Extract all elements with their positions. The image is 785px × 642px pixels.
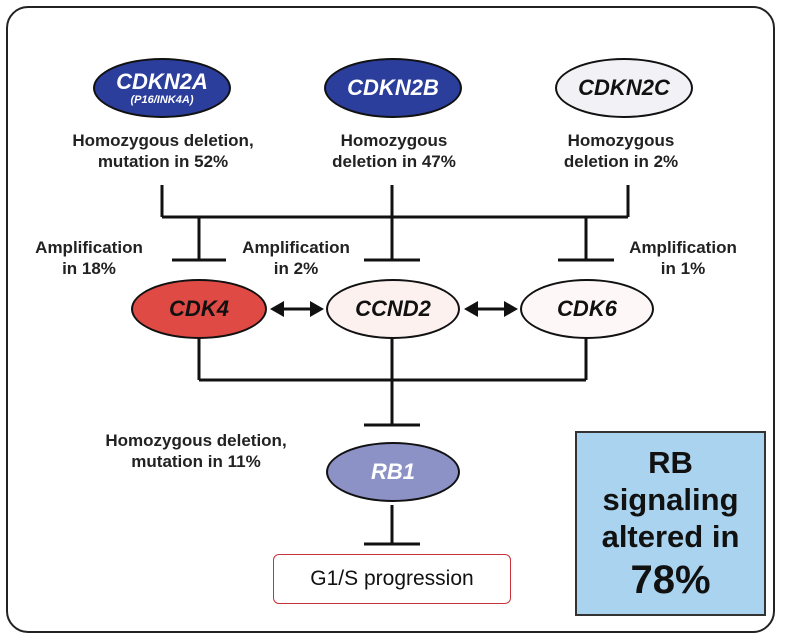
ccnd2-label: CCND2 — [355, 296, 431, 321]
cdk6-node: CDK6 — [520, 279, 654, 339]
summary-line2: signaling — [602, 482, 739, 517]
summary-line3: altered in — [601, 519, 740, 554]
cdk6-label: CDK6 — [557, 296, 617, 321]
arrowhead-left-2 — [464, 301, 478, 317]
cdkn2b-label: CDKN2B — [347, 75, 439, 100]
rb1-label: RB1 — [370, 459, 415, 484]
ccnd2-node: CCND2 — [326, 279, 460, 339]
cdkn2a-label: CDKN2A — [116, 68, 208, 94]
cdk4-node: CDK4 — [131, 279, 267, 339]
arrowhead-right-1 — [310, 301, 324, 317]
cdkn2c-node: CDKN2C — [555, 58, 693, 118]
summary-box: RB signaling altered in 78% — [575, 431, 766, 616]
cdkn2a-subtitle: (P16/INK4A) — [130, 93, 194, 106]
arrowhead-left-1 — [270, 301, 284, 317]
summary-line1: RB — [648, 445, 693, 480]
summary-percent: 78% — [630, 558, 711, 602]
g1s-progression-box: G1/S progression — [273, 554, 511, 604]
cdkn2c-label: CDKN2C — [578, 75, 670, 100]
cdkn2a-alteration: Homozygous deletion,mutation in 52% — [72, 131, 254, 171]
arrowhead-right-2 — [504, 301, 518, 317]
cdkn2b-node: CDKN2B — [324, 58, 462, 118]
g1s-progression-label: G1/S progression — [310, 567, 474, 590]
rb1-alteration: Homozygous deletion,mutation in 11% — [105, 431, 287, 471]
cdkn2a-node: CDKN2A (P16/INK4A) — [93, 58, 231, 118]
cdk4-label: CDK4 — [169, 296, 229, 321]
rb1-node: RB1 — [326, 442, 460, 502]
